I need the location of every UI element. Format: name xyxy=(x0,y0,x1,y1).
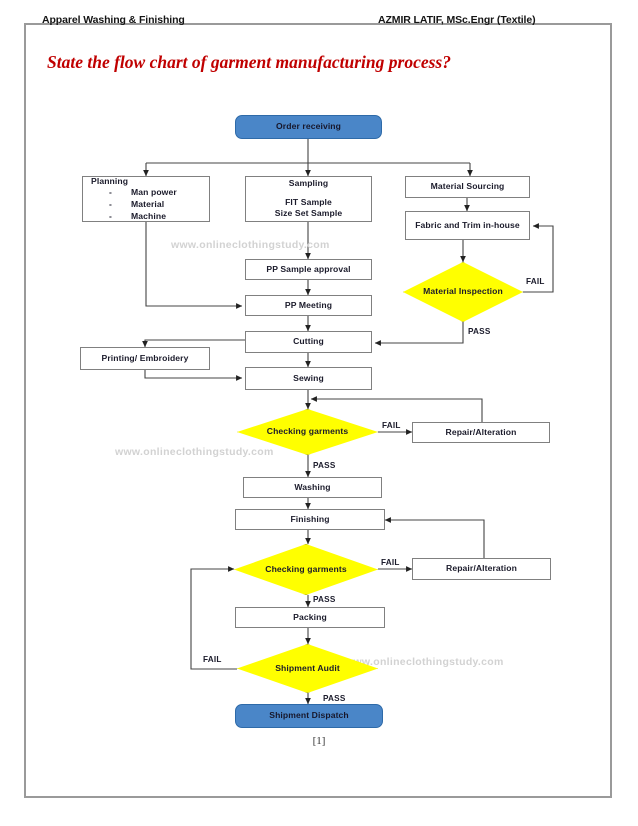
node-washing[interactable]: Washing xyxy=(243,477,382,498)
node-material-inspection[interactable]: Material Inspection xyxy=(403,262,523,322)
node-shipment-dispatch[interactable]: Shipment Dispatch xyxy=(235,704,383,728)
planning-title: Planning xyxy=(91,175,129,186)
node-sampling[interactable]: Sampling FIT Sample Size Set Sample xyxy=(245,176,372,222)
node-label: Checking garments xyxy=(266,426,349,437)
edge-label-audit-fail: FAIL xyxy=(203,655,222,664)
node-label: Finishing xyxy=(290,513,330,524)
page-title: State the flow chart of garment manufact… xyxy=(47,52,451,72)
node-label: Checking garments xyxy=(265,563,347,574)
node-repair-alteration-2[interactable]: Repair/Alteration xyxy=(412,558,551,580)
node-label: PP Meeting xyxy=(284,299,333,310)
node-repair-alteration-1[interactable]: Repair/Alteration xyxy=(412,422,550,443)
planning-item-label: Machine xyxy=(131,210,167,221)
edge-label-check1-pass: PASS xyxy=(313,461,336,470)
node-label: Sewing xyxy=(293,372,324,383)
bullet-dash: - xyxy=(109,210,112,221)
planning-item-row: - Material xyxy=(91,199,209,211)
edge-label-check2-fail: FAIL xyxy=(381,558,400,567)
header-author: AZMIR LATIF, MSc.Engr (Textile) xyxy=(378,14,536,26)
planning-item-label: Material xyxy=(131,199,165,209)
node-printing-embroidery[interactable]: Printing/ Embroidery xyxy=(80,347,210,370)
sampling-title: Sampling xyxy=(288,178,329,189)
edge-label-check2-pass: PASS xyxy=(313,595,336,604)
node-pp-sample-approval[interactable]: PP Sample approval xyxy=(245,259,372,280)
node-pp-meeting[interactable]: PP Meeting xyxy=(245,295,372,316)
planning-item-row: - Man power xyxy=(91,187,209,199)
sampling-line-1: FIT Sample xyxy=(285,196,332,207)
node-label: Packing xyxy=(293,611,327,622)
node-finishing[interactable]: Finishing xyxy=(235,509,385,530)
node-label: Shipment Audit xyxy=(275,662,340,673)
watermark: www.onlineclothingstudy.com xyxy=(171,239,330,251)
node-shipment-audit[interactable]: Shipment Audit xyxy=(237,644,378,693)
node-label: Material Sourcing xyxy=(430,181,505,192)
node-planning[interactable]: Planning - Man power - Material - Machin… xyxy=(82,176,210,222)
node-label: Repair/Alteration xyxy=(446,563,517,574)
edge-label-material-pass: PASS xyxy=(468,327,491,336)
node-fabric-and-trim-in-house[interactable]: Fabric and Trim in-house xyxy=(405,211,530,240)
node-label: Shipment Dispatch xyxy=(269,710,349,721)
node-checking-garments-1[interactable]: Checking garments xyxy=(237,409,378,455)
node-packing[interactable]: Packing xyxy=(235,607,385,628)
node-label: PP Sample approval xyxy=(266,263,351,274)
node-checking-garments-2[interactable]: Checking garments xyxy=(234,544,378,595)
node-sewing[interactable]: Sewing xyxy=(245,367,372,390)
planning-item-row: - Machine xyxy=(91,211,209,223)
watermark: www.onlineclothingstudy.com xyxy=(115,446,274,458)
edge-label-check1-fail: FAIL xyxy=(382,421,401,430)
edge-label-material-fail: FAIL xyxy=(526,277,545,286)
node-material-sourcing[interactable]: Material Sourcing xyxy=(405,176,530,198)
bullet-dash: - xyxy=(109,199,112,209)
edge-label-audit-pass: PASS xyxy=(323,694,346,703)
node-cutting[interactable]: Cutting xyxy=(245,331,372,353)
node-label: Repair/Alteration xyxy=(445,426,517,437)
header-course-title: Apparel Washing & Finishing xyxy=(42,14,185,26)
node-order-receiving[interactable]: Order receiving xyxy=(235,115,382,139)
planning-item-label: Man power xyxy=(131,187,177,198)
page-number: [1] xyxy=(312,735,326,747)
watermark: www.onlineclothingstudy.com xyxy=(345,656,504,668)
node-label: Cutting xyxy=(293,336,324,347)
node-label: Fabric and Trim in-house xyxy=(415,219,520,230)
node-label: Printing/ Embroidery xyxy=(101,352,189,363)
node-label: Washing xyxy=(294,481,331,492)
node-label: Order receiving xyxy=(275,121,342,132)
sampling-line-2: Size Set Sample xyxy=(274,208,343,219)
bullet-dash: - xyxy=(109,187,112,198)
node-label: Material Inspection xyxy=(423,286,503,297)
